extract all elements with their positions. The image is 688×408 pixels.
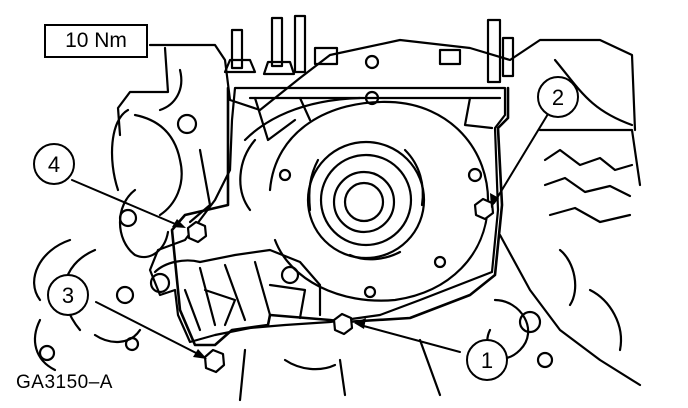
leader-line-2 [493, 113, 549, 204]
leader-line-1 [359, 324, 461, 353]
leader-line-3 [95, 301, 203, 357]
callout-2: 2 [537, 76, 579, 118]
callout-3: 3 [47, 274, 89, 316]
leader-lines [71, 113, 549, 357]
callout-number: 2 [552, 85, 564, 110]
bolt-4 [186, 220, 208, 244]
arrowhead-1 [354, 318, 366, 329]
torque-spec-text: 10 Nm [65, 29, 127, 52]
arrowhead-4 [172, 219, 186, 228]
callout-number: 4 [48, 152, 60, 177]
engine-block-outline [33, 38, 642, 402]
pump-rotor [268, 100, 490, 302]
bolt-2 [473, 197, 495, 221]
bolt-1 [332, 312, 354, 336]
top-studs [223, 14, 515, 84]
arrowhead-3 [193, 349, 207, 359]
lower-bracket [149, 248, 322, 332]
leader-arrowheads [172, 193, 499, 359]
callout-4: 4 [33, 143, 75, 185]
leader-line-4 [71, 179, 181, 227]
arrowhead-2 [490, 193, 499, 208]
gasket-outline [170, 86, 510, 347]
figure-id: GA3150–A [16, 372, 113, 393]
callout-1: 1 [466, 339, 508, 381]
bolt-3 [203, 348, 226, 374]
torque-spec-label: 10 Nm [44, 24, 148, 58]
callout-number: 1 [481, 348, 493, 373]
callout-number: 3 [62, 283, 74, 308]
oil-pump-housing [148, 86, 507, 344]
